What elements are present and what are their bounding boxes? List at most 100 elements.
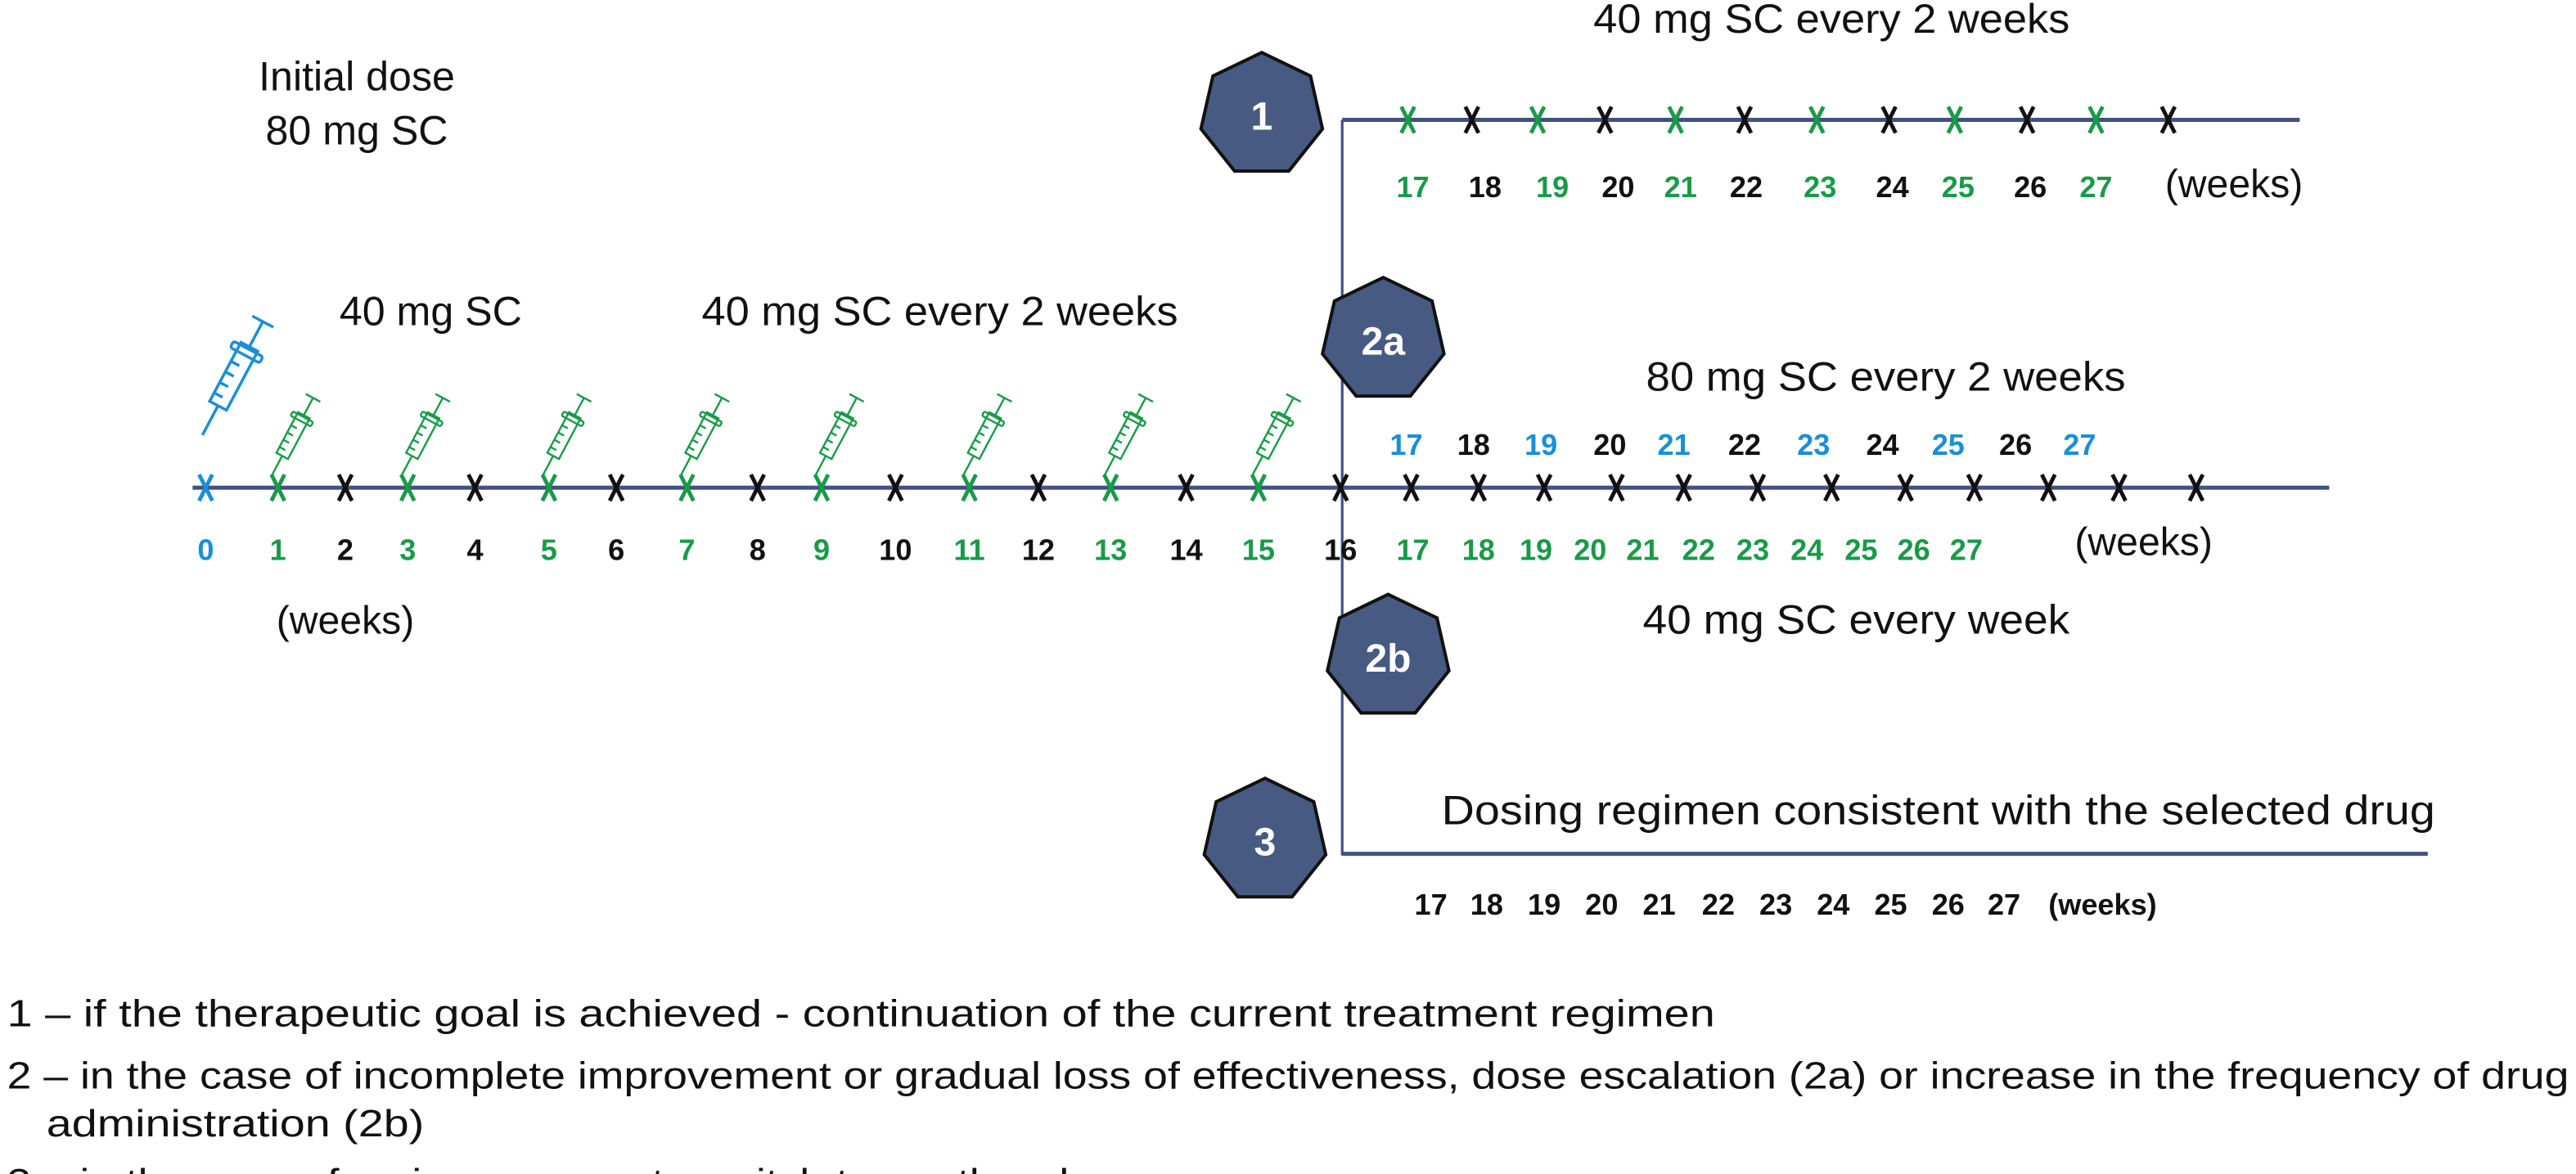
- option1-mark: [1463, 106, 1480, 134]
- week-13-mark: [1102, 473, 1119, 502]
- option2b-mark: [1535, 473, 1553, 502]
- week-0-mark: [197, 473, 214, 502]
- syringe-icon-week-15: [1250, 393, 1302, 477]
- option2b-week-label: 23: [1736, 533, 1769, 566]
- option1-week-label: 26: [2014, 170, 2047, 204]
- option3-week-label: 27: [1988, 888, 2020, 921]
- option2b-weeks-label: (weeks): [2074, 520, 2213, 564]
- option1-week-label: 21: [1664, 170, 1697, 204]
- option1-week-label: 20: [1601, 170, 1634, 204]
- week-6-label: 6: [608, 533, 624, 566]
- week-11-mark: [961, 473, 978, 502]
- week-4-label: 4: [466, 533, 483, 566]
- option2b-week-label: 22: [1682, 533, 1715, 566]
- option3-week-label: 24: [1817, 888, 1849, 921]
- option1-week-label: 17: [1396, 170, 1429, 204]
- option2b-mark: [1608, 473, 1625, 502]
- option3-week-label: 20: [1585, 888, 1618, 921]
- week-1-mark: [269, 473, 286, 502]
- option1-mark: [1596, 106, 1614, 134]
- option2b-badge: 2b: [1325, 592, 1451, 715]
- option2b-week-label: 27: [1950, 533, 1983, 566]
- option2b-mark: [1823, 473, 1840, 502]
- option2b-week-label: 21: [1626, 533, 1659, 566]
- week-8-label: 8: [750, 533, 766, 566]
- syringe-icon-week-5: [541, 393, 592, 477]
- option2b-week-label: 17: [1396, 533, 1429, 566]
- week-5-mark: [540, 473, 558, 502]
- option2a-week-label: 22: [1728, 428, 1761, 461]
- week-7-label: 7: [678, 533, 695, 566]
- option3-week-label: 21: [1642, 888, 1675, 921]
- option3-week-label: 26: [1932, 888, 1965, 921]
- week-14-mark: [1178, 473, 1195, 502]
- week-7-mark: [678, 473, 696, 502]
- option2b-title: 40 mg SC every week: [1643, 597, 2071, 643]
- week-1-label: 1: [270, 533, 286, 566]
- week-4-mark: [466, 473, 484, 502]
- option2b-week-label: 20: [1574, 533, 1606, 566]
- option2a-week-label: 21: [1658, 428, 1691, 461]
- option2b-week-label: 24: [1790, 533, 1823, 566]
- option2b-week-label: 19: [1520, 533, 1552, 566]
- week-6-mark: [607, 473, 625, 502]
- option2a-week-label: 25: [1932, 428, 1965, 461]
- week-3-label: 3: [399, 533, 416, 566]
- syringe-icon-week-9: [813, 393, 865, 477]
- footnote-1: 1 – if the therapeutic goal is achieved …: [7, 992, 1715, 1034]
- induction-maintenance-label: 40 mg SC every 2 weeks: [702, 288, 1178, 334]
- option1-mark: [2018, 106, 2036, 134]
- option1-week-label: 23: [1804, 170, 1836, 204]
- option1-badge-label: 1: [1250, 95, 1272, 139]
- option3-weeks-label: (weeks): [2048, 888, 2156, 921]
- option2b-mark: [1675, 473, 1692, 502]
- week-16-mark: [1332, 473, 1349, 502]
- week-12-mark: [1029, 473, 1047, 502]
- week-3-mark: [399, 473, 417, 502]
- option2b-week-label: 25: [1844, 533, 1877, 566]
- option1-mark: [1529, 106, 1547, 134]
- week-13-label: 13: [1094, 533, 1127, 566]
- week1-dose-label: 40 mg SC: [340, 288, 522, 334]
- option1-badge: 1: [1199, 50, 1325, 173]
- week-15-label: 15: [1242, 533, 1275, 566]
- option1-title: 40 mg SC every 2 weeks: [1593, 0, 2069, 42]
- week-8-mark: [749, 473, 766, 502]
- option2a-week-label: 27: [2063, 428, 2096, 461]
- week-10-label: 10: [879, 533, 912, 566]
- option2b-mark: [1897, 473, 1914, 502]
- option1-mark: [1946, 106, 1964, 134]
- option3-week-label: 18: [1470, 888, 1503, 921]
- option1-week-label: 19: [1536, 170, 1569, 204]
- option1-weeks-label: (weeks): [2165, 162, 2304, 206]
- option1-mark: [1667, 106, 1684, 134]
- footnote-2: 2 – in the case of incomplete improvemen…: [7, 1055, 2569, 1097]
- week-9-label: 9: [813, 533, 830, 566]
- option1-mark: [2087, 106, 2105, 134]
- option3-week-label: 22: [1702, 888, 1735, 921]
- week-2-mark: [336, 473, 354, 502]
- option1-week-label: 27: [2079, 170, 2112, 204]
- initial-dose-amount: 80 mg SC: [266, 108, 448, 154]
- option1-mark: [2159, 106, 2177, 134]
- option1-mark: [1808, 106, 1826, 134]
- option2b-week-label: 26: [1898, 533, 1930, 566]
- option2a-badge: 2a: [1320, 275, 1446, 398]
- week-14-label: 14: [1169, 533, 1202, 566]
- option2a-week-label: 26: [1999, 428, 2032, 461]
- syringe-icon-week-3: [400, 393, 451, 477]
- option2b-mark: [1749, 473, 1767, 502]
- option2b-mark: [1470, 473, 1487, 502]
- option3-week-label: 25: [1874, 888, 1907, 921]
- option3-title: Dosing regimen consistent with the selec…: [1442, 788, 2435, 834]
- option1-week-label: 24: [1876, 170, 1908, 204]
- week-2-label: 2: [337, 533, 354, 566]
- option3-week-label: 19: [1528, 888, 1560, 921]
- option3-badge-label: 3: [1254, 821, 1277, 865]
- option3-week-label: 17: [1415, 888, 1448, 921]
- syringe-icon-week-1: [270, 393, 321, 477]
- option2b-week-label: 18: [1462, 533, 1495, 566]
- syringe-icon-week-7: [679, 393, 730, 477]
- option2b-mark: [2187, 473, 2205, 502]
